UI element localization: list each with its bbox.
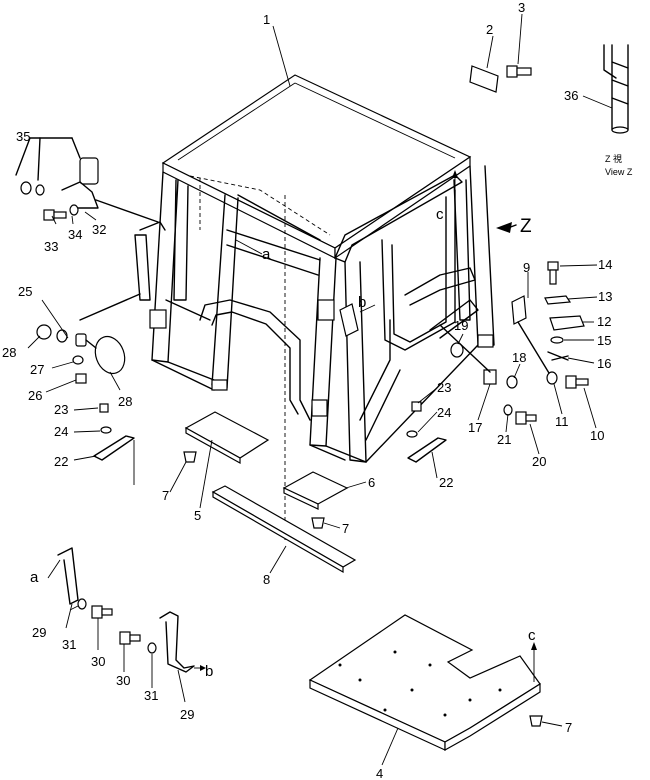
callout-7a: 7 xyxy=(162,488,169,503)
bracket-9 xyxy=(511,295,553,379)
floor-plate xyxy=(308,614,541,752)
callout-27: 27 xyxy=(30,362,44,377)
callout-14: 14 xyxy=(598,257,612,272)
callout-25: 25 xyxy=(18,284,32,299)
callout-9: 9 xyxy=(523,260,530,275)
callout-7c: 7 xyxy=(565,720,572,735)
callout-10: 10 xyxy=(590,428,604,443)
callout-31a: 31 xyxy=(62,637,76,652)
callout-35: 35 xyxy=(16,129,30,144)
callout-22b: 22 xyxy=(439,475,453,490)
callout-33: 33 xyxy=(44,239,58,254)
callout-15: 15 xyxy=(597,333,611,348)
callout-29b: 29 xyxy=(180,707,194,722)
callout-19: 19 xyxy=(454,318,468,333)
callout-20: 20 xyxy=(532,454,546,469)
view-z-caption-line2: View Z xyxy=(605,167,633,177)
handrail-29-right xyxy=(119,611,195,673)
callout-labels: 1 2 3 4 5 6 7 7 7 8 9 10 11 12 13 14 15 … xyxy=(2,0,612,780)
ref-letter-c-floor: c xyxy=(528,627,536,644)
bolt-3 xyxy=(506,65,532,78)
view-z-arrow-label: Z xyxy=(520,216,532,237)
ref-letter-b-bottom: b xyxy=(205,663,213,680)
callout-34: 34 xyxy=(68,227,82,242)
plate-2 xyxy=(469,65,499,93)
callout-4: 4 xyxy=(376,766,383,780)
callout-23a: 23 xyxy=(54,402,68,417)
callout-28a: 28 xyxy=(2,345,16,360)
bolt-14 xyxy=(547,261,559,285)
clip-22-right xyxy=(406,401,447,463)
callout-11: 11 xyxy=(555,414,569,429)
parts-12-16 xyxy=(544,295,585,361)
bolts-33-34 xyxy=(43,204,79,221)
handrail-29-left xyxy=(57,547,113,619)
step-rail-8 xyxy=(211,485,357,574)
ref-letter-c-top: c xyxy=(436,206,444,223)
callout-17: 17 xyxy=(468,420,482,435)
callout-23b: 23 xyxy=(437,380,451,395)
callout-7b: 7 xyxy=(342,521,349,536)
clip-22-left xyxy=(93,403,135,485)
parts-10-11 xyxy=(546,371,589,389)
ref-letter-a-bottom: a xyxy=(30,569,39,586)
ref-letter-a-top: a xyxy=(262,246,271,263)
callout-29a: 29 xyxy=(32,625,46,640)
mirror-25-28 xyxy=(36,293,141,375)
cover-plate-6 xyxy=(282,471,349,510)
view-z-caption: Z 視 View Z xyxy=(605,153,633,177)
callout-18: 18 xyxy=(512,350,526,365)
callout-28b: 28 xyxy=(118,394,132,409)
callout-16: 16 xyxy=(597,356,611,371)
callout-31b: 31 xyxy=(144,688,158,703)
nuts-7 xyxy=(183,451,543,727)
callout-6: 6 xyxy=(368,475,375,490)
callout-36: 36 xyxy=(564,88,578,103)
parts-17-21 xyxy=(439,324,537,425)
callout-24b: 24 xyxy=(437,405,451,420)
mirror-group-35 xyxy=(15,137,159,223)
callout-12: 12 xyxy=(597,314,611,329)
handrail-detail-36 xyxy=(603,44,629,134)
callout-5: 5 xyxy=(194,508,201,523)
callout-24a: 24 xyxy=(54,424,68,439)
callout-3: 3 xyxy=(518,0,525,15)
callout-22a: 22 xyxy=(54,454,68,469)
callout-8: 8 xyxy=(263,572,270,587)
callout-13: 13 xyxy=(598,289,612,304)
callout-1: 1 xyxy=(263,12,270,27)
callout-21: 21 xyxy=(497,432,511,447)
callout-2: 2 xyxy=(486,22,493,37)
callout-30a: 30 xyxy=(91,654,105,669)
z-arrow xyxy=(496,222,517,233)
view-z-caption-line1: Z 視 xyxy=(605,153,622,164)
bolt-26-washer-27 xyxy=(72,355,87,384)
cab-frame xyxy=(134,74,495,540)
leader-lines xyxy=(27,13,613,766)
cover-plate-5 xyxy=(184,411,270,465)
reference-letters: a a b b c c Z xyxy=(30,206,536,680)
callout-26: 26 xyxy=(28,388,42,403)
callout-30b: 30 xyxy=(116,673,130,688)
callout-32: 32 xyxy=(92,222,106,237)
ref-letter-b-top: b xyxy=(358,294,366,311)
